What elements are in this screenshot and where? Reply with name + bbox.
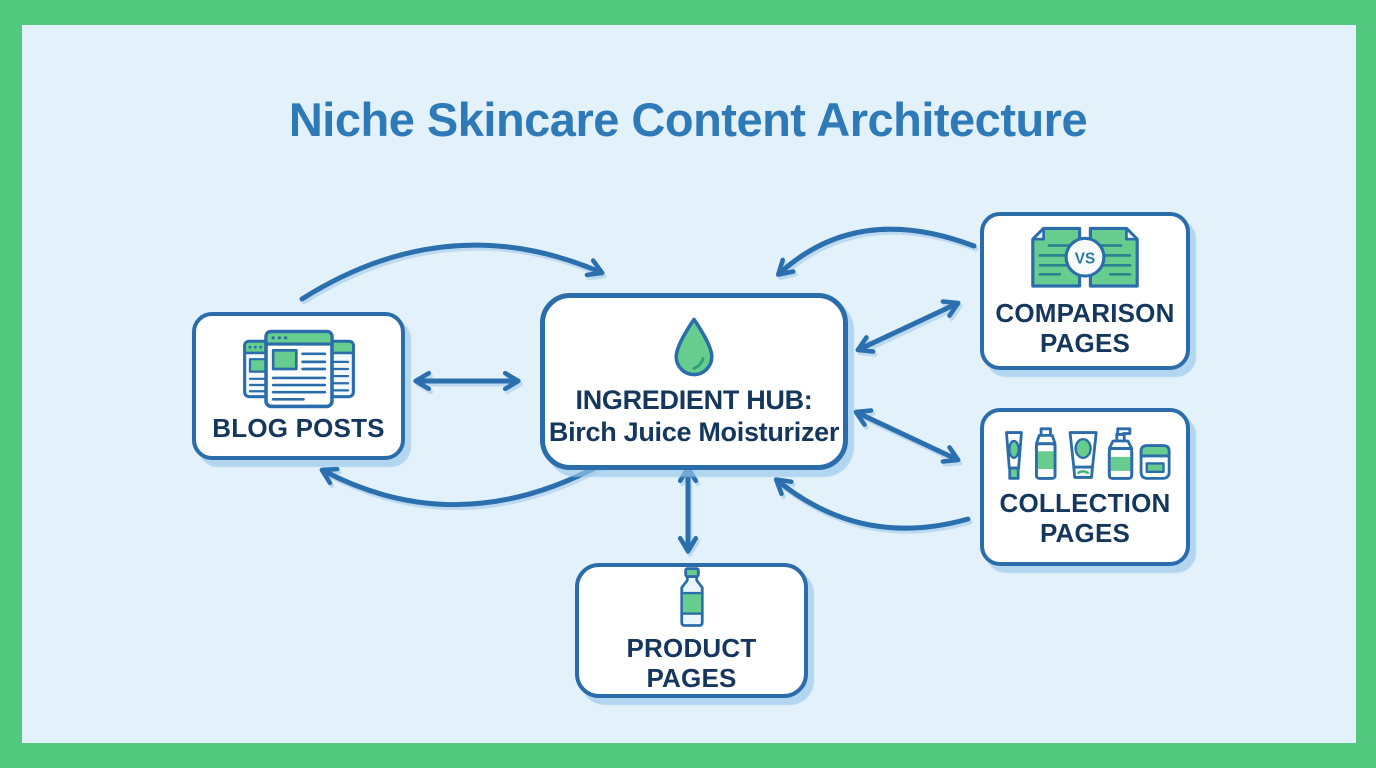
arrow-collection-to-hub-bottom	[773, 477, 971, 531]
browser-windows-icon	[242, 329, 355, 409]
node-comparison-pages: VS COMPARISON PAGES	[980, 212, 1190, 370]
arrow-hub-comparison-bidirectional	[855, 299, 961, 354]
blog-posts-label: BLOG POSTS	[212, 413, 385, 444]
product-pages-label: PRODUCT PAGES	[626, 633, 757, 694]
arrow-blog-to-hub-top	[299, 242, 605, 302]
collection-label-line1: COLLECTION	[999, 488, 1171, 519]
node-product-pages: PRODUCT PAGES	[575, 563, 808, 698]
hub-label-line2: Birch Juice Moisturizer	[548, 416, 840, 447]
arrow-hub-to-blog-bottom	[319, 460, 607, 507]
node-blog-posts: BLOG POSTS	[192, 312, 405, 460]
skincare-products-icon	[1005, 427, 1171, 480]
vs-documents-icon: VS	[1031, 226, 1139, 288]
page-title: Niche Skincare Content Architecture	[288, 93, 1088, 146]
vs-badge-text: VS	[1075, 251, 1095, 268]
node-collection-pages: COLLECTION PAGES	[980, 408, 1190, 566]
arrow-hub-collection-bidirectional	[853, 408, 961, 464]
collection-label-line2: PAGES	[1039, 518, 1131, 548]
arrow-comparison-to-hub-top	[775, 226, 977, 277]
node-ingredient-hub: INGREDIENT HUB: Birch Juice Moisturizer	[540, 293, 848, 470]
water-drop-icon	[674, 318, 714, 377]
hub-label-line1: INGREDIENT HUB:	[575, 385, 813, 416]
comparison-label-line2: PAGES	[1039, 328, 1131, 358]
comparison-label-line1: COMPARISON	[995, 298, 1175, 329]
product-bottle-icon	[679, 567, 704, 627]
